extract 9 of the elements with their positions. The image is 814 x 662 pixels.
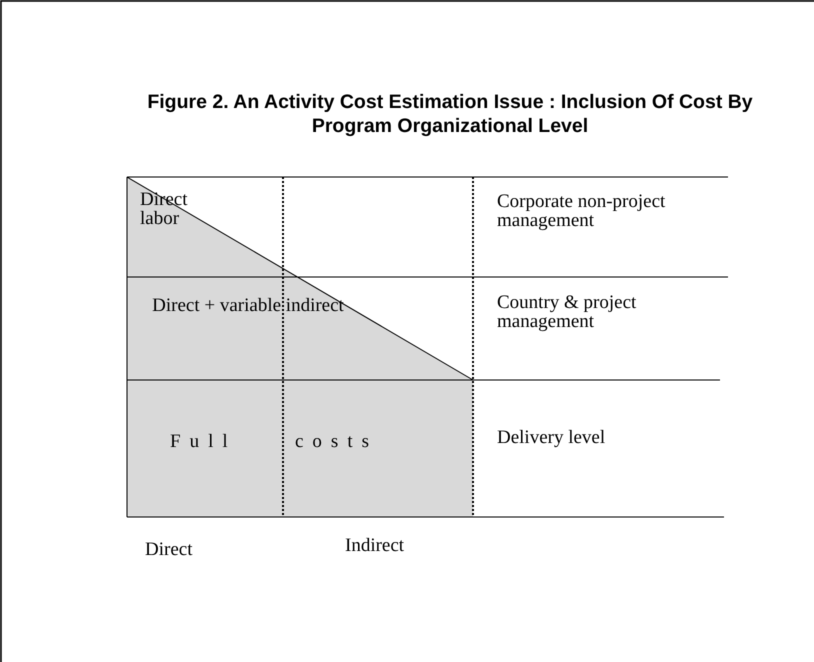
level-label: Corporate non-project management <box>497 192 666 230</box>
column-label: Indirect <box>345 536 406 555</box>
row-label: Direct + variable indirect <box>151 296 345 315</box>
level-label: Country & project management <box>497 293 638 331</box>
column-label: Direct <box>145 540 194 559</box>
title: Figure 2. An Activity Cost Estimation Issue : Inclusion Of Cost By Program Organizational Level <box>146 90 754 138</box>
row-label: Full <box>170 432 238 451</box>
level-label: Delivery level <box>497 428 606 447</box>
row-label: costs <box>295 432 379 451</box>
